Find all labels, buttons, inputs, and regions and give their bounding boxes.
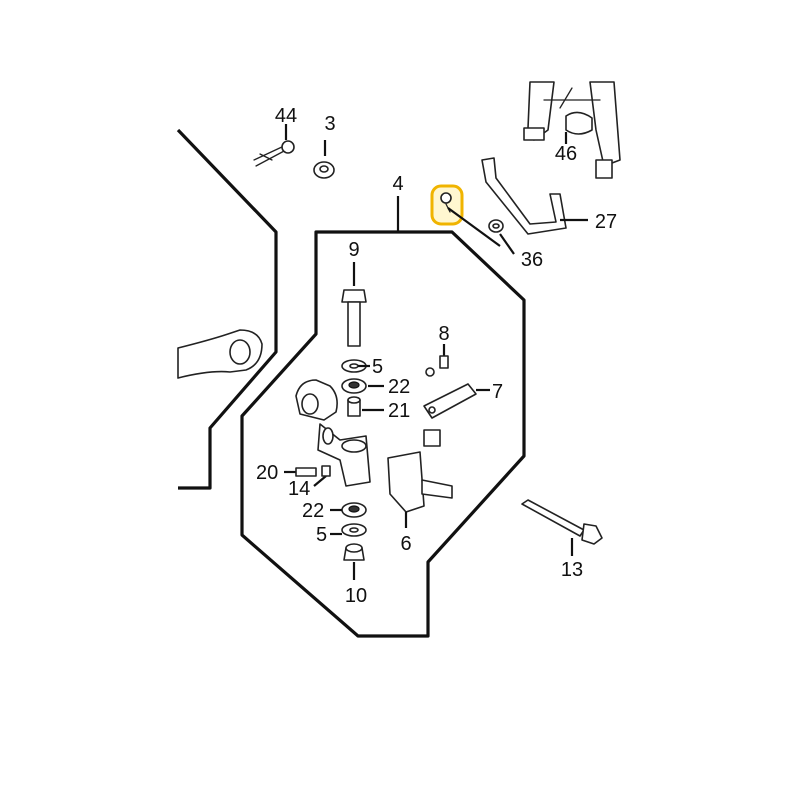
part-5-washer-lower[interactable] bbox=[330, 523, 367, 537]
part-22-bearing-upper[interactable] bbox=[341, 378, 384, 394]
callout-3: 3 bbox=[324, 113, 335, 135]
part-10-nut[interactable] bbox=[343, 543, 365, 580]
part-20-bolt[interactable] bbox=[284, 467, 317, 477]
callout-22-lower: 22 bbox=[302, 500, 324, 522]
part-21-bushing[interactable] bbox=[347, 396, 384, 417]
callout-5-lower: 5 bbox=[316, 524, 327, 546]
part-46-bracket[interactable] bbox=[523, 81, 621, 179]
callout-27: 27 bbox=[595, 211, 617, 233]
part-13-long-bolt[interactable] bbox=[521, 499, 603, 556]
callout-9: 9 bbox=[348, 239, 359, 261]
callout-5-upper: 5 bbox=[372, 356, 383, 378]
center-panel-outline bbox=[240, 230, 526, 638]
part-36-nut[interactable] bbox=[488, 219, 515, 255]
part-8-bolt-small[interactable] bbox=[425, 344, 449, 377]
part-6-bracket[interactable] bbox=[387, 429, 453, 528]
callout-4: 4 bbox=[392, 173, 403, 195]
part-5-washer-upper[interactable] bbox=[341, 359, 370, 373]
left-arm-tube bbox=[177, 329, 263, 379]
part-22-bearing-lower[interactable] bbox=[330, 502, 367, 518]
callout-13: 13 bbox=[561, 559, 583, 581]
callout-20: 20 bbox=[256, 462, 278, 484]
part-3-nut[interactable] bbox=[313, 140, 335, 179]
part-14-nut[interactable] bbox=[313, 465, 331, 487]
callout-22-upper: 22 bbox=[388, 376, 410, 398]
callout-6: 6 bbox=[400, 533, 411, 555]
pivot-arm bbox=[295, 379, 371, 487]
callout-8: 8 bbox=[438, 323, 449, 345]
callout-7: 7 bbox=[492, 381, 503, 403]
part-44-clip-pin[interactable] bbox=[253, 124, 295, 167]
callout-44: 44 bbox=[275, 105, 297, 127]
part-7-link-plate[interactable] bbox=[423, 383, 490, 419]
callout-21: 21 bbox=[388, 400, 410, 422]
part-4-fitting[interactable] bbox=[396, 184, 501, 247]
callout-46: 46 bbox=[555, 143, 577, 165]
callout-10: 10 bbox=[345, 585, 367, 607]
left-panel-outline bbox=[176, 128, 278, 490]
part-9-bolt[interactable] bbox=[341, 262, 367, 347]
part-27-handle-bar[interactable] bbox=[481, 157, 588, 235]
callout-14: 14 bbox=[288, 478, 310, 500]
callout-36: 36 bbox=[521, 249, 543, 271]
